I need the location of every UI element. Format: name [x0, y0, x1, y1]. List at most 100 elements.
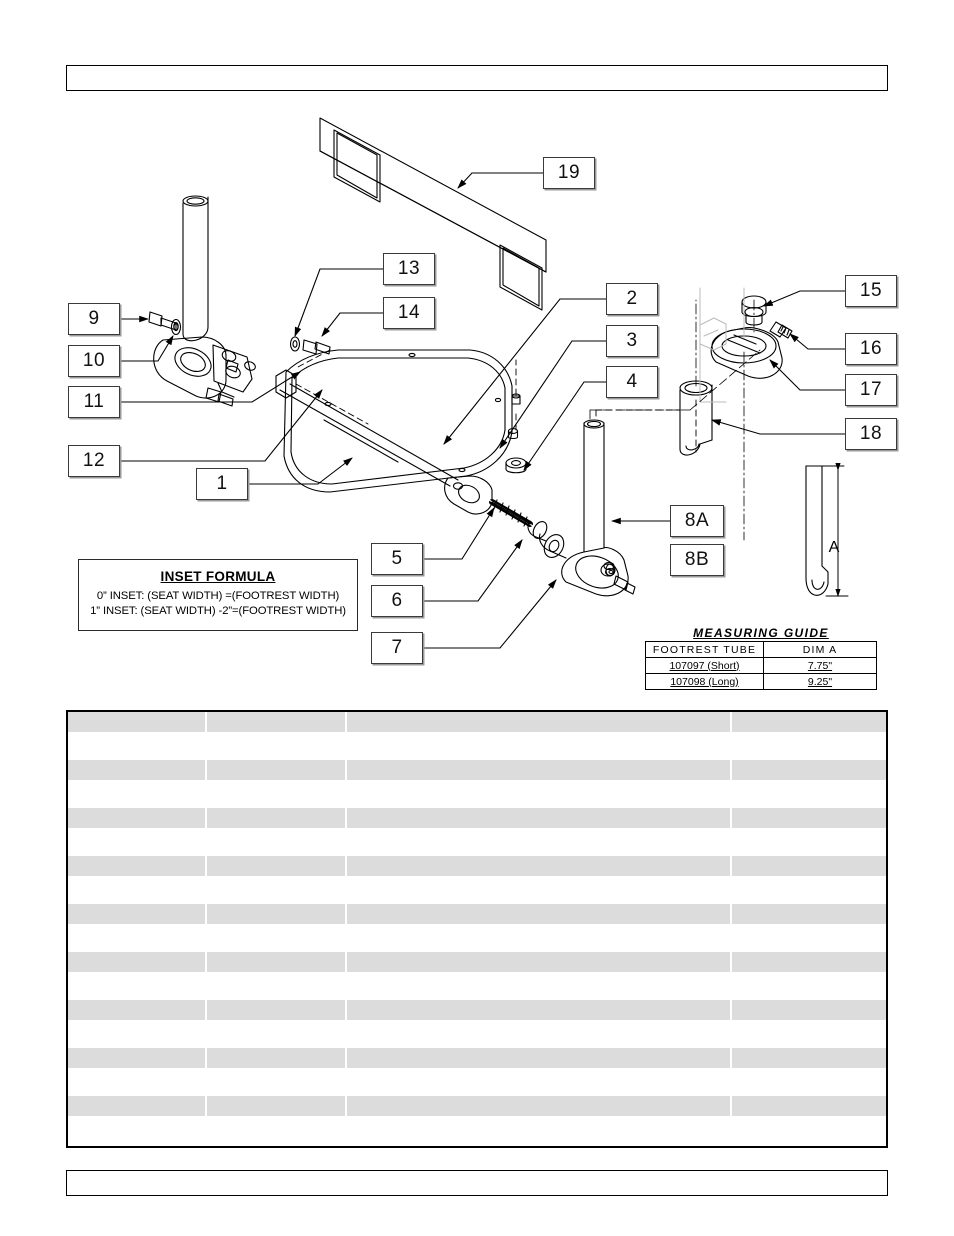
part-left-upright-tube — [182, 195, 209, 342]
table-cell — [731, 1096, 886, 1116]
inset-formula-title: INSET FORMULA — [160, 569, 276, 584]
part-13-washer — [289, 336, 301, 352]
table-cell — [732, 880, 886, 900]
part-6-pin — [527, 520, 548, 542]
leader-14 — [321, 312, 383, 337]
table-cell — [731, 856, 886, 876]
footer-bar — [66, 1170, 888, 1196]
callout-11: 11 — [68, 386, 120, 418]
callout-8B: 8B — [670, 544, 724, 576]
table-cell — [68, 712, 206, 732]
table-cell — [207, 832, 344, 852]
leader-17 — [769, 359, 845, 391]
measuring-guide-title: MEASURING GUIDE — [693, 626, 829, 640]
part-1-seat-pan — [283, 349, 513, 493]
callout-4: 4 — [606, 366, 658, 398]
leader-15 — [762, 290, 845, 307]
callout-5: 5 — [371, 543, 423, 575]
table-cell — [346, 952, 730, 972]
table-cell — [347, 928, 730, 948]
callout-17: 17 — [845, 374, 897, 406]
table-row — [68, 808, 886, 828]
table-row — [68, 880, 886, 900]
table-cell — [346, 808, 730, 828]
part-17-collar — [710, 327, 783, 379]
table-cell — [347, 1120, 730, 1140]
part-5-spring — [488, 499, 534, 527]
callout-14: 14 — [383, 297, 435, 329]
table-cell — [207, 1072, 344, 1092]
table-row — [68, 784, 886, 804]
table-cell — [731, 1000, 886, 1020]
table-row — [68, 904, 886, 924]
table-cell — [732, 736, 886, 756]
table-row — [68, 952, 886, 972]
exploded-assembly-drawing: A — [120, 117, 849, 649]
table-cell — [207, 904, 345, 924]
table-cell — [68, 1072, 205, 1092]
table-cell — [68, 880, 205, 900]
dimension-detail-tube — [805, 465, 829, 596]
leader-11 — [120, 371, 301, 403]
callout-15: 15 — [845, 275, 897, 307]
table-cell — [207, 1000, 345, 1020]
table-cell — [207, 712, 345, 732]
part-lower-bolt — [605, 563, 636, 595]
callout-10: 10 — [68, 345, 120, 377]
table-cell — [68, 736, 205, 756]
tube-dim-a: 9.25" — [807, 675, 833, 688]
table-cell — [68, 784, 205, 804]
table-cell — [68, 832, 205, 852]
leader-16 — [789, 333, 845, 350]
table-row — [68, 760, 886, 780]
table-row — [68, 856, 886, 876]
leader-18 — [710, 419, 845, 435]
leader-7 — [423, 579, 557, 649]
measuring-guide-table: FOOTREST TUBE DIM A 107097 (Short) 7.75"… — [645, 641, 877, 690]
table-cell — [732, 1072, 886, 1092]
part-7-hanger-bracket — [538, 533, 629, 597]
leader-4 — [523, 381, 606, 471]
table-cell — [346, 856, 730, 876]
callout-19: 19 — [543, 157, 595, 189]
part-8-footrest-tube — [583, 419, 605, 553]
table-cell — [207, 1096, 345, 1116]
part-10-washer — [170, 318, 182, 336]
table-row — [68, 832, 886, 852]
leader-13 — [294, 268, 383, 338]
table-row — [68, 712, 886, 732]
table-cell — [732, 928, 886, 948]
table-row — [68, 1048, 886, 1068]
leader-5 — [423, 507, 495, 560]
table-cell — [207, 856, 345, 876]
header-bar — [66, 65, 888, 91]
table-cell — [68, 952, 206, 972]
dimension-a-label: A — [829, 539, 840, 556]
table-cell — [68, 976, 205, 996]
table-cell — [207, 784, 344, 804]
callout-12: 12 — [68, 445, 120, 477]
table-cell — [68, 856, 206, 876]
part-front-rail — [275, 369, 493, 515]
table-cell — [731, 904, 886, 924]
table-cell — [68, 1120, 205, 1140]
callout-18: 18 — [845, 418, 897, 450]
table-cell — [68, 904, 206, 924]
table-cell — [347, 736, 730, 756]
tube-part-number: 107097 (Short) — [669, 659, 740, 672]
table-cell — [346, 1000, 730, 1020]
part-2-bolt — [511, 393, 521, 405]
table-row — [68, 1072, 886, 1092]
leader-10 — [120, 335, 174, 362]
part-14-bolt — [302, 339, 331, 355]
measuring-guide-col-dim: DIM A — [763, 641, 877, 658]
part-4-grommet — [505, 457, 527, 474]
measuring-guide: MEASURING GUIDE FOOTREST TUBE DIM A 1070… — [645, 626, 877, 690]
callout-9: 9 — [68, 303, 120, 335]
table-cell — [731, 808, 886, 828]
leader-6 — [423, 539, 523, 602]
callout-2: 2 — [606, 283, 658, 315]
part-19-strap — [319, 117, 547, 311]
table-cell — [346, 760, 730, 780]
table-cell — [68, 1000, 206, 1020]
